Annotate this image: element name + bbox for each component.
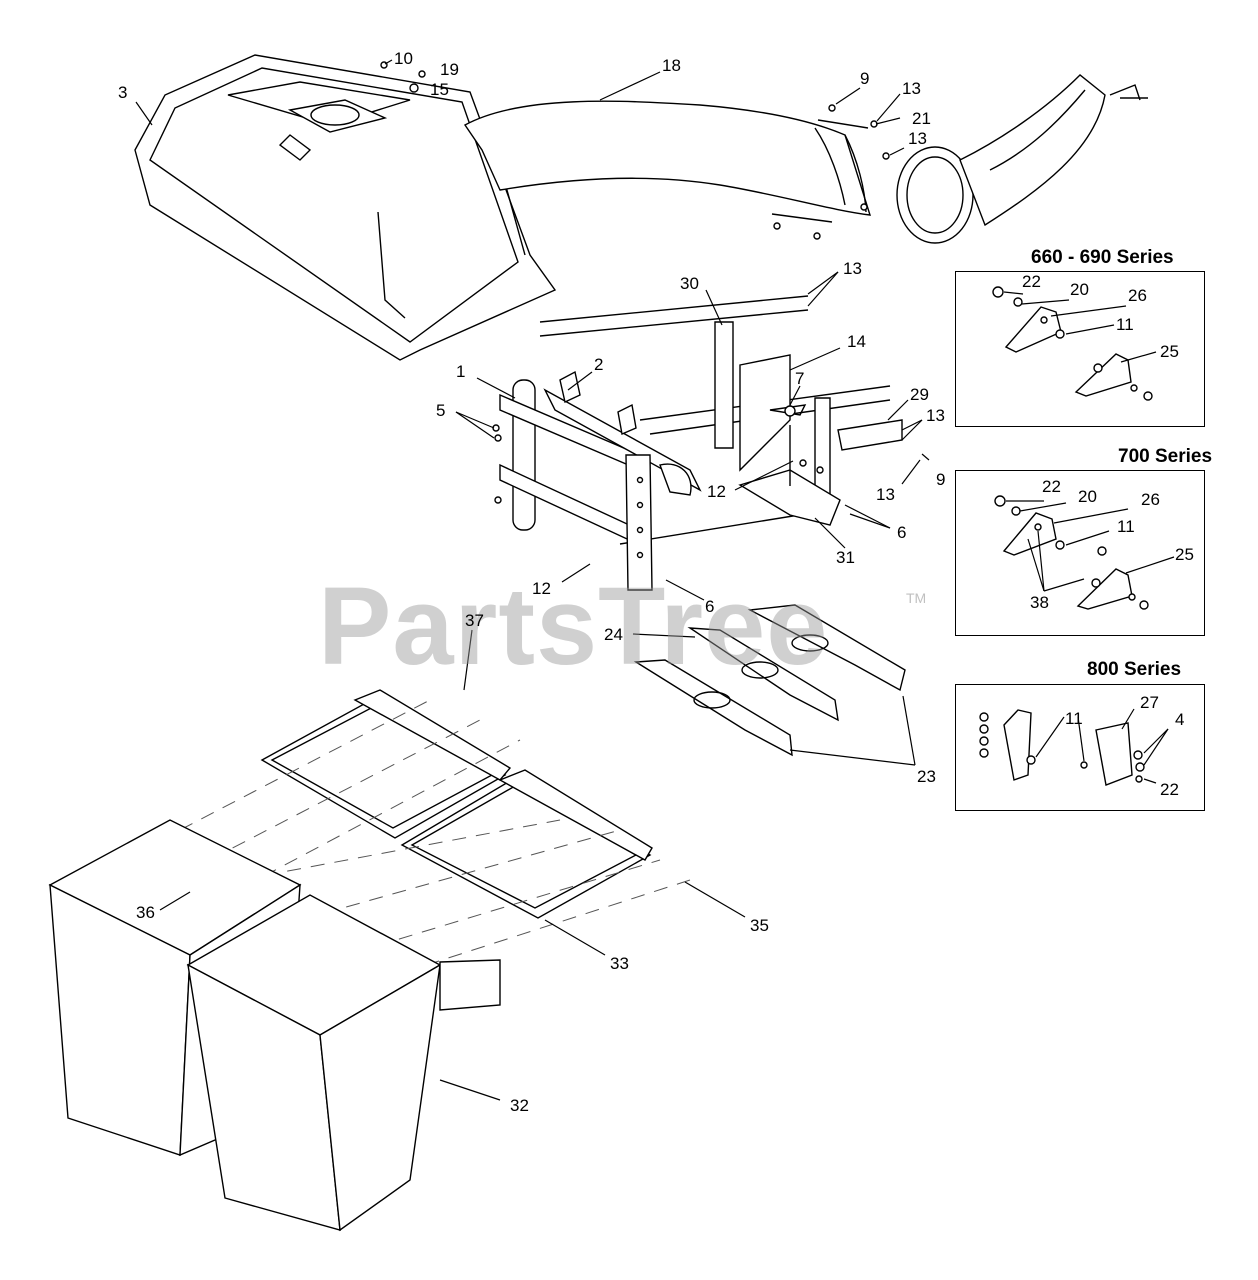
callout-33: 33 <box>610 954 629 973</box>
catcher-lid <box>134 54 557 361</box>
callout-24: 24 <box>604 625 623 644</box>
inset3-callout-22: 22 <box>1160 780 1179 799</box>
callout-14: 14 <box>847 332 866 351</box>
inset1-callout-26: 26 <box>1128 286 1147 305</box>
callout-35: 35 <box>750 916 769 935</box>
watermark: PartsTree <box>318 565 829 688</box>
callout-32: 32 <box>510 1096 529 1115</box>
chute-adapter <box>896 74 1148 244</box>
inset-title-660-690: 660 - 690 Series <box>1031 247 1174 268</box>
inset-800-series <box>955 684 1205 811</box>
inset2-callout-38: 38 <box>1030 593 1049 612</box>
callout-23: 23 <box>917 767 936 786</box>
inset-800-drawing <box>979 708 1169 786</box>
callout-12-a: 12 <box>707 482 726 501</box>
inset-title-700: 700 Series <box>1118 446 1213 467</box>
leader-lines <box>135 59 930 1101</box>
callout-12-b: 12 <box>532 579 551 598</box>
callout-19: 19 <box>440 60 459 79</box>
inset2-callout-26: 26 <box>1141 490 1160 509</box>
callout-6-b: 6 <box>705 597 715 616</box>
callout-15: 15 <box>430 80 449 99</box>
callout-2: 2 <box>594 355 604 374</box>
callout-13-d: 13 <box>926 406 945 425</box>
inset2-callout-11: 11 <box>1117 517 1135 536</box>
callout-13-c: 13 <box>843 259 862 278</box>
callout-10: 10 <box>394 49 413 68</box>
side-plates <box>714 321 903 526</box>
callout-5: 5 <box>436 401 446 420</box>
grass-bags <box>48 819 501 1232</box>
callout-29: 29 <box>910 385 929 404</box>
callout-6-a: 6 <box>897 523 907 542</box>
callout-9-top: 9 <box>860 69 870 88</box>
inset-700-series <box>955 470 1205 636</box>
callout-13-b: 13 <box>908 129 927 148</box>
inset2-callout-25: 25 <box>1175 545 1194 564</box>
callout-1: 1 <box>456 362 466 381</box>
inset2-callout-20: 20 <box>1078 487 1097 506</box>
callout-36: 36 <box>136 903 155 922</box>
inset2-callout-22: 22 <box>1042 477 1061 496</box>
trademark-mark: TM <box>906 590 927 606</box>
inset3-callout-11: 11 <box>1065 709 1083 728</box>
inset3-callout-27: 27 <box>1140 693 1159 712</box>
chute-hardware <box>380 61 890 240</box>
callout-7: 7 <box>795 369 805 388</box>
callout-13-a: 13 <box>902 79 921 98</box>
inset1-callout-25: 25 <box>1160 342 1179 361</box>
callout-37: 37 <box>465 611 484 630</box>
mounting-frame <box>492 370 702 591</box>
callout-9-mid: 9 <box>936 470 946 489</box>
inset-title-800: 800 Series <box>1087 659 1182 680</box>
inset-660-690-drawing <box>992 286 1157 401</box>
inset1-callout-22: 22 <box>1022 272 1041 291</box>
callout-13-e: 13 <box>876 485 895 504</box>
bag-frames <box>260 689 653 919</box>
callout-31: 31 <box>836 548 855 567</box>
inset1-callout-20: 20 <box>1070 280 1089 299</box>
callout-30: 30 <box>680 274 699 293</box>
inset-700-drawing <box>994 495 1175 610</box>
inset-660-690-series <box>955 271 1205 427</box>
inset3-callout-4: 4 <box>1175 710 1185 729</box>
inset1-callout-11: 11 <box>1116 315 1134 334</box>
callout-3: 3 <box>118 83 128 102</box>
callout-18: 18 <box>662 56 681 75</box>
callout-21: 21 <box>912 109 931 128</box>
chute-tube <box>463 100 871 216</box>
mower-blades <box>633 604 906 757</box>
